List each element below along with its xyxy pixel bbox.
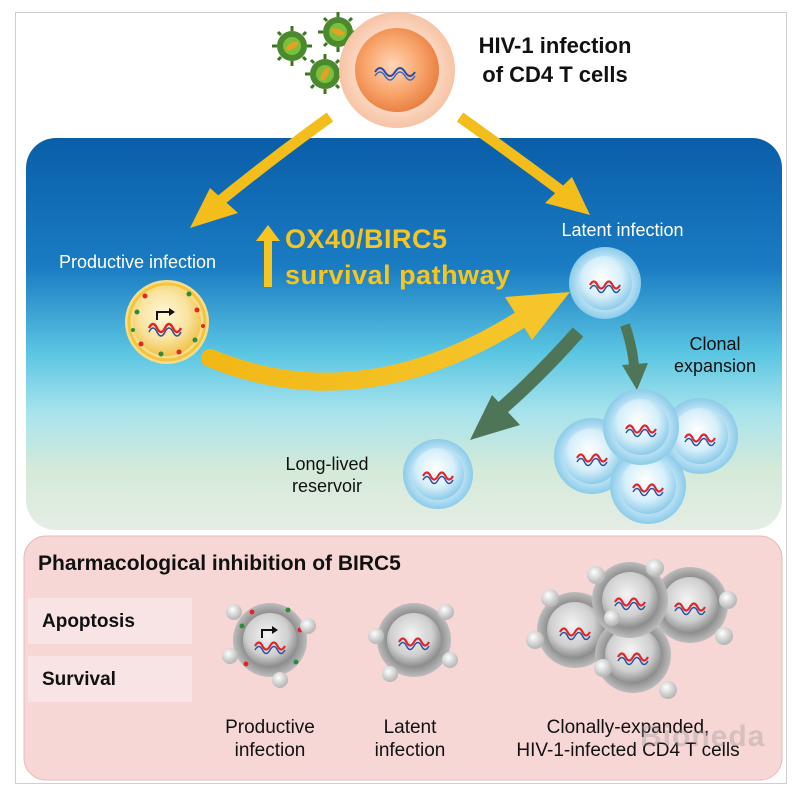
caption-line: HIV-1-infected CD4 T cells (516, 740, 740, 762)
up-arrow-icon (256, 225, 280, 287)
pathway-line-1: OX40/BIRC5 (285, 224, 448, 254)
reservoir-cell-icon (403, 439, 473, 509)
apoptosis-box (28, 598, 192, 644)
survival-box (28, 656, 192, 702)
clonal-line-2: expansion (673, 355, 757, 376)
inhibition-title: Pharmacological inhibition of BIRC5 (38, 552, 401, 575)
caption-line: Latent (383, 717, 437, 738)
caption-line: Clonally-expanded, (546, 717, 710, 738)
arrow-to-productive-icon (211, 112, 334, 210)
apoptosis-label: Apoptosis (42, 611, 135, 632)
caption-line: infection (234, 740, 306, 762)
pathway-label: OX40/BIRC5 survival pathway (285, 222, 511, 294)
title-line-1: HIV-1 infection (478, 33, 632, 58)
reservoir-line-2: reservoir (291, 475, 362, 496)
arrow-head-icon (622, 363, 648, 390)
productive-caption: Productive infection (195, 716, 345, 762)
arrow-head-icon (470, 395, 520, 440)
inhibited-latent-cell-icon (368, 603, 458, 682)
reservoir-line-1: Long-lived (285, 454, 369, 474)
hiv-virus-icon (272, 26, 312, 66)
cd4-t-cell-icon (339, 12, 455, 128)
watermark: Bioneda (640, 720, 766, 753)
diagram-title: HIV-1 infection of CD4 T cells (440, 32, 670, 89)
arrow-to-clonal-icon (620, 323, 639, 366)
arrow-to-latent-icon (456, 112, 564, 195)
caption-line: infection (374, 740, 446, 762)
productive-infection-label: Productive infection (58, 252, 217, 272)
latent-cell-icon (569, 247, 641, 319)
pathway-line-2: survival pathway (285, 259, 511, 290)
arrow-head-icon (545, 177, 590, 215)
clonal-expansion-label: Clonal expansion (655, 334, 775, 378)
latent-infection-label: Latent infection (561, 220, 684, 240)
arrow-head-icon (505, 292, 570, 340)
survival-label: Survival (42, 669, 116, 690)
clonal-caption: Clonally-expanded, HIV-1-infected CD4 T … (478, 716, 778, 762)
arrow-productive-to-latent-icon (201, 311, 529, 391)
clonal-cells-icon (554, 389, 738, 524)
arrow-to-reservoir-icon (495, 327, 584, 416)
long-lived-reservoir-label: Long-lived reservoir (262, 454, 392, 498)
caption-line: Productive (225, 717, 315, 738)
arrow-head-icon (190, 188, 238, 228)
clonal-line-1: Clonal (689, 334, 741, 354)
inhibited-productive-cell-icon (222, 603, 316, 688)
inhibited-clonal-cells-icon (526, 559, 737, 699)
productive-cell-icon (125, 280, 209, 364)
latent-caption: Latent infection (345, 716, 475, 762)
title-line-2: of CD4 T cells (482, 61, 628, 87)
hiv-virus-icon (305, 54, 345, 94)
